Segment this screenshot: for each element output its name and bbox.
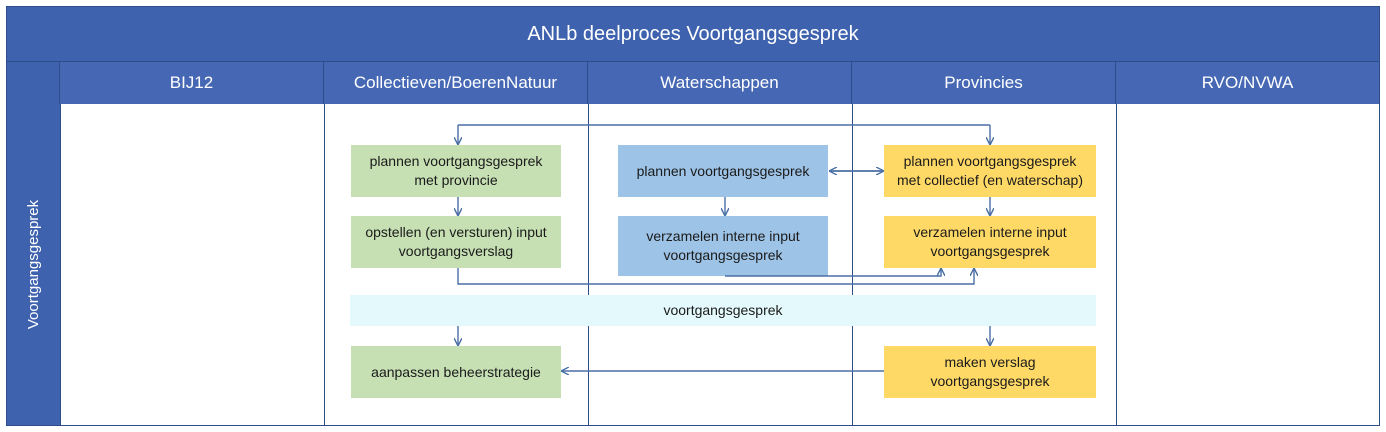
lane-divider: [852, 104, 853, 425]
lane-header-waterschappen: Waterschappen: [588, 62, 852, 104]
process-prov-plannen: plannen voortgangsgesprek met collectief…: [884, 145, 1096, 197]
process-prov-verslag: maken verslag voortgangsgesprek: [884, 346, 1096, 398]
flow-arrows: [7, 124, 1379, 425]
process-voortgangsgesprek: voortgangsgesprek: [350, 295, 1096, 326]
diagram-frame: ANLb deelproces Voortgangsgesprek BIJ12 …: [6, 6, 1380, 426]
lane-header-bij12: BIJ12: [60, 62, 324, 104]
lane-header-corner: [7, 62, 60, 104]
process-water-plannen: plannen voortgangsgesprek: [618, 145, 828, 197]
lane-header-rvo-nvwa: RVO/NVWA: [1116, 62, 1379, 104]
diagram-title: ANLb deelproces Voortgangsgesprek: [7, 7, 1379, 62]
process-coll-plannen: plannen voortgangsgesprek met provincie: [351, 145, 561, 197]
lane-header-provincies: Provincies: [852, 62, 1116, 104]
process-water-verzamelen: verzamelen interne input voortgangsgespr…: [618, 216, 828, 276]
process-coll-opstellen: opstellen (en versturen) input voortgang…: [351, 216, 561, 268]
lane-header-collectieven: Collectieven/BoerenNatuur: [324, 62, 588, 104]
lane-divider: [1116, 104, 1117, 425]
row-label-voortgangsgesprek: Voortgangsgesprek: [7, 104, 60, 425]
process-coll-aanpassen: aanpassen beheerstrategie: [351, 346, 561, 398]
lane-divider: [588, 104, 589, 425]
lane-divider: [324, 104, 325, 425]
arrow-top-loop-to-coll: [458, 124, 990, 144]
process-prov-verzamelen: verzamelen interne input voortgangsgespr…: [884, 216, 1096, 268]
arrow-coll-opstellen-to-prov: [457, 268, 974, 285]
arrow-water-verzamelen-to-prov: [725, 269, 941, 277]
lane-divider: [60, 104, 61, 425]
